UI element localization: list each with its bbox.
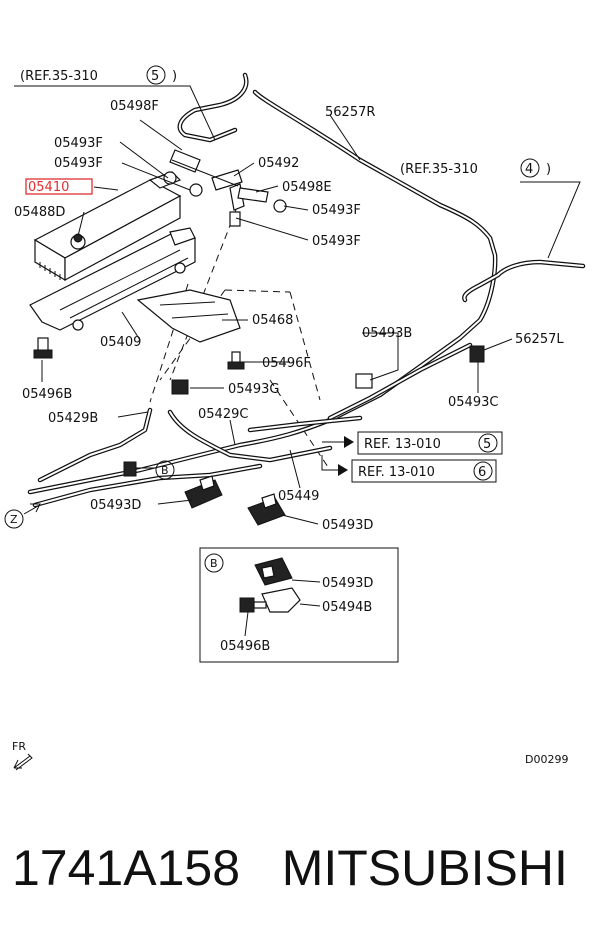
label-05493F: 05493F [54,136,103,151]
label-05488D: 05488D [14,205,65,220]
marker-b-text: B [161,464,169,477]
clamp-05493F [163,171,287,213]
hose-05498E [237,187,269,203]
label-05492: 05492 [258,156,299,171]
clip-05493D-left [184,475,223,509]
clip-05493D-right [247,493,286,526]
part-labels: 05498F 05493F 05493F 05410 05488D 05492 … [14,99,564,533]
label-05409: 05409 [100,335,141,350]
label-05496B: 05496B [22,387,72,402]
label-05493F: 05493F [54,156,103,171]
plate-05468 [136,289,241,343]
part-number: 1741A158 [12,840,241,896]
clip-05493G [171,379,189,395]
fuel-pipe-main [27,89,498,495]
ref-close-paren: ) [172,69,177,84]
view-marker-z: Z [4,503,41,529]
label-05410: 05410 [28,180,69,195]
clip-05493C [469,345,485,363]
leader-lines [14,85,581,525]
detail-b-title: B [210,557,218,570]
highlight-box-05410 [25,178,93,195]
label-05493B: 05493B [362,326,412,341]
ref-number: 4 [525,162,533,177]
arrow-icon [338,464,348,476]
clip-05493B [355,373,373,389]
label-05496F: 05496F [262,356,311,371]
view-marker-b: B [123,460,175,480]
brand-name: MITSUBISHI [281,840,568,896]
label-05493F: 05493F [312,234,361,249]
ref-text: (REF.35-310 [400,162,478,177]
label-05429B: 05429B [48,411,98,426]
ref-13-010-6: REF. 13-010 6 [321,455,497,483]
ref-number: 5 [151,69,159,84]
arrow-icon [13,755,31,769]
label-56257R: 56257R [325,105,375,120]
ref-number: 5 [483,437,491,452]
bolt-05496F [227,351,245,370]
label-05493D: 05493D [90,498,141,513]
ref-number: 6 [478,465,486,480]
label-56257L: 56257L [515,332,564,347]
label-05493C: 05493C [448,395,498,410]
label-05493F: 05493F [312,203,361,218]
ref-35-310-4: (REF.35-310 4 ) [400,158,551,178]
detail-label-05493D: 05493D [322,576,373,591]
label-05429C: 05429C [198,407,248,422]
bracket-05409 [29,227,196,331]
hose-05498F [169,149,201,173]
canister-05410 [33,171,182,282]
bolt-05496B [33,337,53,359]
marker-z-text: Z [10,513,18,526]
ref-close-paren: ) [546,162,551,177]
fuel-pipe-second [177,72,586,433]
detail-label-05494B: 05494B [322,600,372,615]
arrow-icon [344,436,354,448]
diagram-id: D00299 [525,753,568,766]
part-caption: 1741A158 MITSUBISHI [12,836,592,900]
ref-13-010-5: REF. 13-010 5 [322,431,503,455]
label-05493G: 05493G [228,382,279,397]
label-05498F: 05498F [110,99,159,114]
fr-label: FR [12,740,26,753]
detail-b-box: B 05493D 05494B 05496B [199,547,399,663]
orientation-fr: FR [12,740,33,771]
label-05468: 05468 [252,313,293,328]
label-05493D: 05493D [322,518,373,533]
ref-35-310-5: (REF.35-310 5 ) [20,65,177,85]
ref-text: (REF.35-310 [20,69,98,84]
label-05498E: 05498E [282,180,332,195]
ref-text: REF. 13-010 [364,437,441,452]
label-05449: 05449 [278,489,319,504]
ref-text: REF. 13-010 [358,465,435,480]
detail-label-05496B: 05496B [220,639,270,654]
